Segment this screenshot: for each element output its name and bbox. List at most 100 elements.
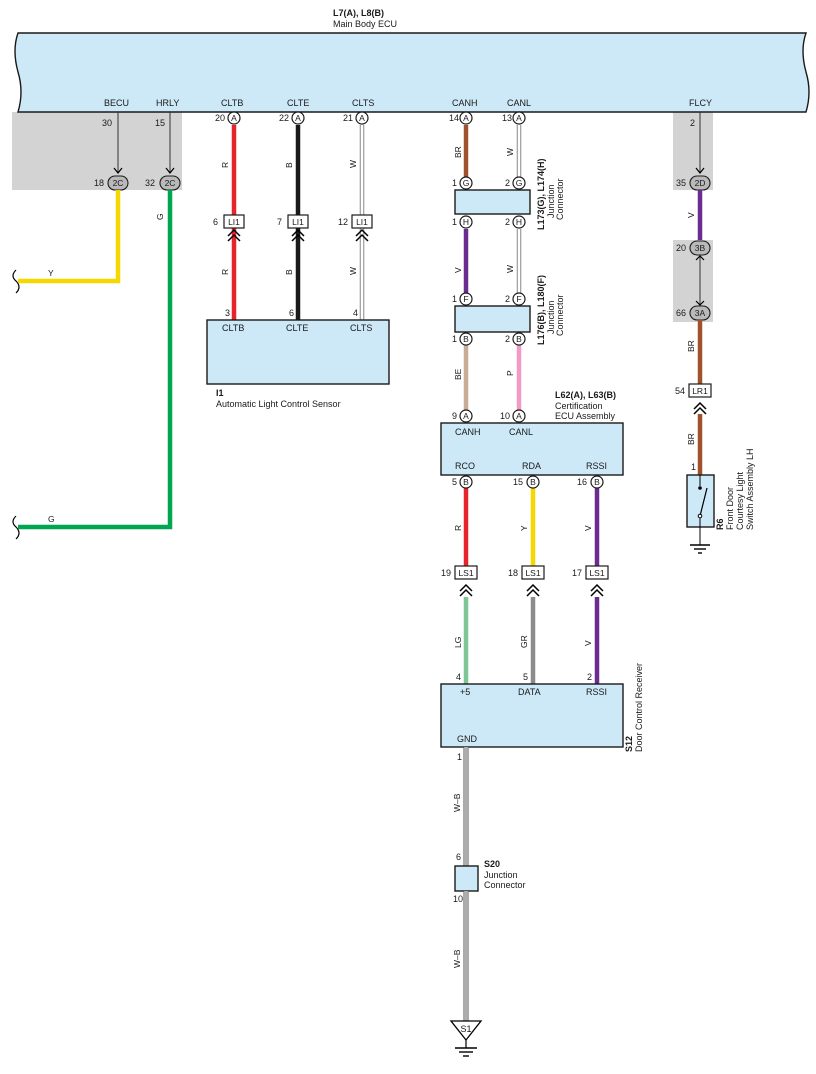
r6-name1: Front Door [725, 487, 735, 530]
wire-color-w-canl: W [505, 148, 515, 156]
connector-a-cltb-label: A [231, 113, 237, 123]
pin-num-becu: 30 [102, 118, 112, 128]
wire-color-v-canh: V [453, 267, 463, 273]
inline-li1-cltb [223, 214, 245, 229]
main-body-ecu-box [14, 32, 810, 113]
receiver-pin-gnd: GND [457, 734, 478, 744]
connector-2c-left-label: 2C [113, 178, 124, 188]
cert-pin-rssi: RSSI [586, 461, 607, 471]
junction-block-shade-left [12, 112, 182, 190]
connector-3b-label: 3B [695, 243, 706, 253]
connector-h-1 [459, 215, 473, 229]
pin-num-clts: 21 [343, 113, 353, 123]
cert-id: L62(A), L63(B) [555, 390, 616, 400]
pin-num-3a: 66 [676, 308, 686, 318]
connector-a-cltb [227, 111, 241, 125]
connector-a-canl-label: A [516, 113, 522, 123]
connector-a-clte-label: A [295, 113, 301, 123]
connector-f-2-label: F [516, 294, 521, 304]
jc1-name2: Connector [555, 178, 565, 220]
connector-g-1-label: G [463, 178, 470, 188]
door-control-receiver-box [440, 683, 624, 748]
pin-num-li1-c: 12 [338, 217, 348, 227]
wire-green-hrly [18, 190, 173, 530]
pin-num-g2: 2 [505, 178, 510, 188]
r6-id: R6 [715, 518, 725, 530]
pin-num-li1-a: 6 [213, 217, 218, 227]
receiver-id: S12 [624, 736, 634, 752]
wire-color-r-rco: R [453, 525, 463, 531]
connector-a-canl [512, 111, 526, 125]
connector-a-clts [355, 111, 369, 125]
wire-color-b-lower: B [284, 269, 294, 275]
pin-num-hrly: 15 [155, 118, 165, 128]
s20-name2: Connector [484, 880, 526, 890]
sensor-id: I1 [216, 388, 224, 398]
pin-num-i1-c: 4 [353, 308, 358, 318]
pin-label-clts: CLTS [352, 98, 374, 108]
inline-lr1-label: LR1 [692, 386, 708, 396]
connector-b-rssi [590, 475, 604, 489]
pin-num-h1: 1 [452, 217, 457, 227]
pin-num-i1-b: 6 [289, 308, 294, 318]
pin-num-rx-c: 2 [587, 672, 592, 682]
wire-color-g-horizontal: G [48, 514, 55, 524]
ecu-title: L7(A), L8(B) [333, 8, 384, 18]
inline-ls1-c [585, 565, 609, 580]
pin-num-2c-left: 18 [94, 178, 104, 188]
connector-f-1 [459, 292, 473, 306]
pin-label-flcy: FLCY [689, 98, 712, 108]
connector-g-1 [459, 176, 473, 190]
connector-b-1 [459, 332, 473, 346]
connector-h-1-label: H [463, 217, 469, 227]
connector-a-canh [459, 111, 473, 125]
cert-pin-rda: RDA [522, 461, 541, 471]
wire-color-r-lower: R [220, 269, 230, 275]
connector-a-cert-canh-label: A [463, 411, 469, 421]
wire-color-w-canl-mid: W [505, 265, 515, 273]
inline-ls1-a-label: LS1 [458, 568, 473, 578]
inline-li1-clte [287, 214, 309, 229]
pin-num-rx-b: 5 [523, 672, 528, 682]
inline-ls1-b [521, 565, 545, 580]
wire-color-r-upper: R [220, 162, 230, 168]
inline-li1-cltb-label: LI1 [228, 217, 240, 227]
sensor-pin-cltb: CLTB [222, 323, 244, 333]
s20-id: S20 [484, 859, 500, 869]
inline-ls1-b-label: LS1 [525, 568, 540, 578]
pin-num-flcy: 2 [690, 118, 695, 128]
pin-num-s20-in: 6 [456, 852, 461, 862]
wire-color-be: BE [453, 368, 463, 380]
connector-a-cert-canl [512, 409, 526, 423]
receiver-pin-rssi: RSSI [586, 687, 607, 697]
pin-num-clte: 22 [279, 113, 289, 123]
pin-label-becu: BECU [104, 98, 129, 108]
wire-color-g-vertical: G [155, 213, 165, 220]
wire-color-p: P [505, 370, 515, 376]
ecu-subtitle: Main Body ECU [333, 19, 397, 29]
pin-num-ls1-b: 18 [508, 568, 518, 578]
wire-color-wb-bottom: W–B [452, 949, 462, 968]
wire-color-y: Y [48, 268, 54, 278]
wire-color-br-flcy-top: BR [686, 340, 696, 352]
connector-b-rco [459, 475, 473, 489]
pin-num-b2: 2 [505, 334, 510, 344]
receiver-name: Door Control Receiver [634, 663, 644, 752]
inline-li1-clts [351, 214, 373, 229]
pin-label-canl: CANL [507, 98, 531, 108]
pin-num-h2: 2 [505, 217, 510, 227]
automatic-light-control-sensor-box [206, 319, 390, 385]
connector-a-clts-label: A [359, 113, 365, 123]
receiver-pin-data: DATA [518, 687, 541, 697]
pin-num-f1: 1 [452, 294, 457, 304]
pin-num-ls1-c: 17 [572, 568, 582, 578]
pin-num-cltb: 20 [215, 113, 225, 123]
connector-b-1-label: B [463, 334, 469, 344]
wire-color-y-rda: Y [519, 525, 529, 531]
wire-color-gr: GR [519, 635, 529, 648]
wire-color-wb-top: W–B [452, 793, 462, 812]
pin-label-cltb: CLTB [221, 98, 243, 108]
inline-li1-clte-label: LI1 [292, 217, 304, 227]
pin-num-i1-a: 3 [225, 308, 230, 318]
junction-connector-l173-l174 [454, 189, 531, 215]
